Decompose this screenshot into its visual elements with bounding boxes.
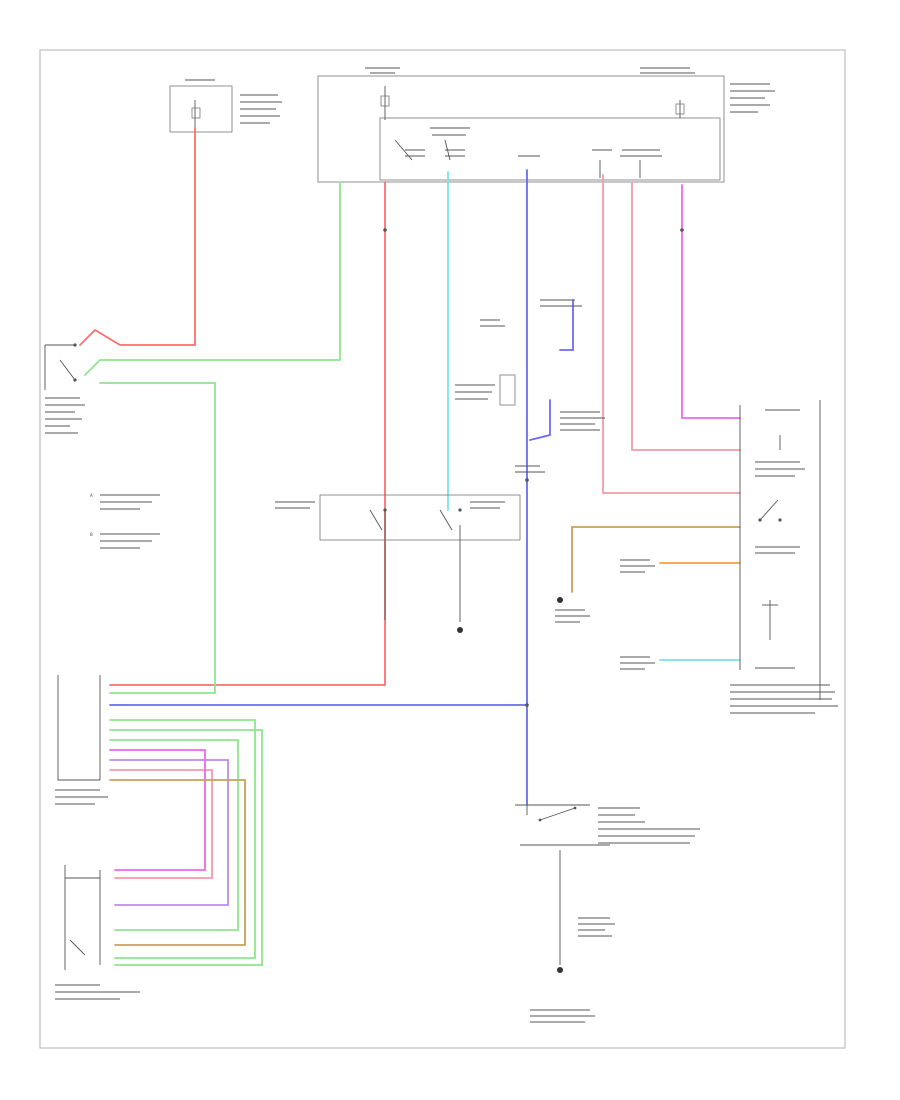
note-marker-b: B <box>90 532 93 537</box>
wire-blue <box>109 169 574 806</box>
neutral-switch <box>455 299 605 431</box>
relay-box-left <box>169 79 282 133</box>
ground-point <box>457 597 563 973</box>
note-marker-a: A <box>90 493 93 498</box>
ignition-switch <box>44 343 85 434</box>
wire-magenta <box>109 184 741 871</box>
wire-pink <box>109 174 741 879</box>
transmission-range-switch <box>515 804 700 846</box>
splice-points <box>383 228 684 707</box>
fuse-connector-bottom <box>530 917 615 1023</box>
wire-red <box>79 127 386 686</box>
diagram-frame <box>39 49 846 1049</box>
inline-labels-right <box>555 559 655 670</box>
notes-block: A B <box>90 493 160 549</box>
wire-cyan <box>447 171 741 661</box>
pcm-connector <box>55 675 108 805</box>
wire-green <box>84 181 341 966</box>
wire-orange <box>109 526 741 946</box>
interlock-control-unit <box>730 400 838 714</box>
shift-lock-solenoid <box>275 465 545 541</box>
under-dash-fuse-box <box>317 67 775 183</box>
bottom-left-assembly <box>55 865 140 1000</box>
wire-black <box>384 510 561 965</box>
wire-violet <box>109 759 229 906</box>
